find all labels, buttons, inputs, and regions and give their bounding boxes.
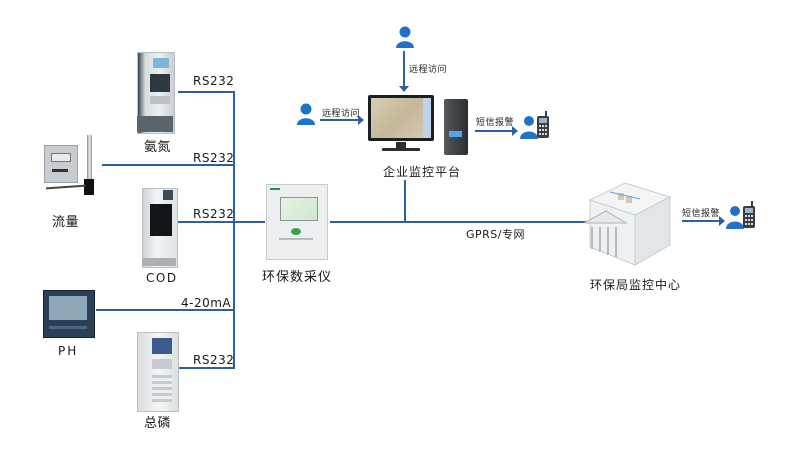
flow-link-label: RS232 bbox=[193, 151, 235, 165]
collector-label: 环保数采仪 bbox=[262, 270, 333, 285]
enterprise-label: 企业监控平台 bbox=[383, 165, 462, 179]
remote-left-arrowhead-icon bbox=[358, 115, 364, 125]
bus-to-collector-line bbox=[235, 221, 265, 223]
bus-vertical-line bbox=[233, 91, 235, 369]
cod-label: COD bbox=[146, 271, 178, 285]
enterprise-sms-label: 短信报警 bbox=[476, 118, 515, 128]
remote-top-arrowhead-icon bbox=[399, 86, 409, 92]
flow-meter bbox=[38, 135, 102, 195]
ph-link-label: 4-20mA bbox=[181, 296, 232, 310]
bureau-sms-arrowhead-icon bbox=[719, 216, 725, 226]
phosphorus-link-label: RS232 bbox=[193, 353, 235, 367]
remote-left-label: 远程访问 bbox=[322, 109, 361, 119]
bureau-sms-arrow-line bbox=[682, 220, 720, 222]
phosphorus-label: 总磷 bbox=[144, 416, 172, 431]
collector-to-bureau-line bbox=[330, 221, 590, 223]
remote-left-arrow-line bbox=[320, 119, 359, 121]
remote-user-left-icon bbox=[296, 103, 316, 125]
flow-label: 流量 bbox=[52, 215, 80, 230]
bureau-alert-user-phone-icon bbox=[726, 200, 760, 230]
phosphorus-link-line bbox=[178, 367, 235, 369]
network-label: GPRS/专网 bbox=[466, 228, 525, 241]
phosphorus-analyzer bbox=[137, 332, 179, 412]
remote-user-top-icon bbox=[395, 26, 415, 48]
remote-top-label: 远程访问 bbox=[409, 65, 448, 75]
ammonia-analyzer bbox=[137, 52, 175, 134]
ph-meter bbox=[43, 290, 95, 338]
enterprise-computer bbox=[368, 95, 468, 160]
enterprise-drop-line bbox=[404, 180, 406, 222]
remote-top-arrow-line bbox=[403, 51, 405, 88]
ammonia-link-line bbox=[178, 91, 235, 93]
cod-link-line bbox=[178, 221, 235, 223]
ph-label: PH bbox=[58, 344, 79, 358]
bureau-building bbox=[580, 175, 675, 270]
ammonia-link-label: RS232 bbox=[193, 74, 235, 88]
ammonia-label: 氨氮 bbox=[144, 140, 172, 155]
bureau-label: 环保局监控中心 bbox=[590, 278, 682, 292]
cod-analyzer bbox=[142, 188, 178, 268]
bureau-sms-label: 短信报警 bbox=[682, 209, 721, 219]
cod-link-label: RS232 bbox=[193, 207, 235, 221]
ph-link-line bbox=[96, 309, 235, 311]
enterprise-sms-arrow-line bbox=[475, 130, 513, 132]
data-collector bbox=[266, 184, 328, 262]
enterprise-sms-arrowhead-icon bbox=[512, 126, 518, 136]
enterprise-alert-user-phone-icon bbox=[520, 110, 554, 140]
flow-link-line bbox=[102, 164, 235, 166]
